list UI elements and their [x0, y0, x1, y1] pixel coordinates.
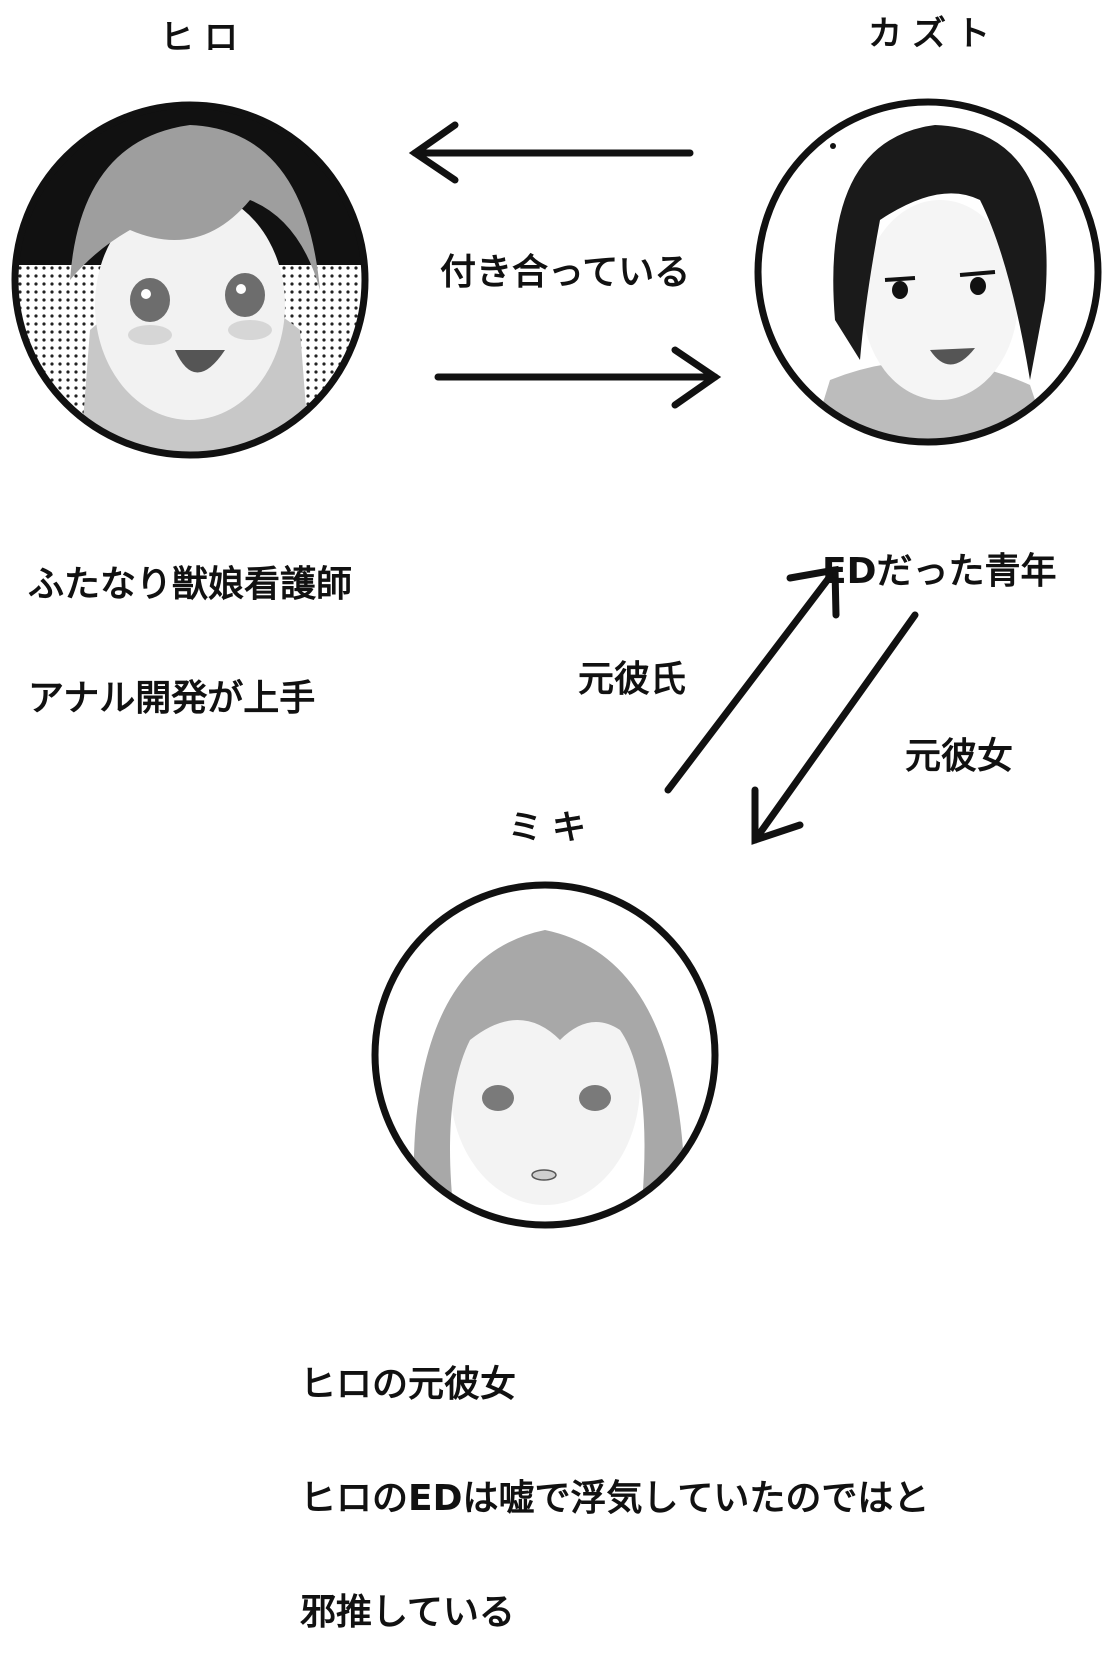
portrait-miki — [371, 881, 719, 1229]
desc-miki-line: ヒロの元彼女 — [300, 1364, 517, 1405]
name-kazuto: カズト — [868, 14, 1000, 54]
desc-hiro-line: ふたなり獣娘看護師 — [28, 564, 353, 605]
label-ex-boyfriend: 元彼氏 — [578, 659, 687, 700]
desc-hiro-line: アナル開発が上手 — [28, 678, 316, 719]
desc-miki: ヒロの元彼女 ヒロのEDは嘘で浮気していたのではと 邪推している — [300, 1290, 929, 1670]
arrow-miki-to-kazuto — [664, 565, 840, 794]
desc-hiro: ふたなり獣娘看護師 アナル開発が上手 — [28, 490, 352, 756]
desc-kazuto: EDだった青年 — [822, 477, 1056, 629]
arrow-kazuto-to-hiro — [408, 121, 694, 184]
label-ex-girlfriend: 元彼女 — [905, 736, 1014, 777]
arrow-kazuto-to-miki — [751, 611, 919, 845]
label-dating: 付き合っている — [440, 252, 691, 293]
desc-miki-line: 邪推している — [300, 1592, 515, 1633]
arrow-hiro-to-kazuto — [434, 346, 722, 409]
diagram-canvas — [11, 98, 1102, 1229]
portrait-hiro — [11, 101, 369, 459]
name-hiro: ヒロ — [160, 18, 248, 58]
name-miki: ミキ — [508, 808, 596, 848]
portrait-kazuto — [754, 98, 1102, 446]
desc-kazuto-line: EDだった青年 — [822, 551, 1057, 592]
desc-miki-line: ヒロのEDは嘘で浮気していたのではと — [300, 1478, 930, 1519]
